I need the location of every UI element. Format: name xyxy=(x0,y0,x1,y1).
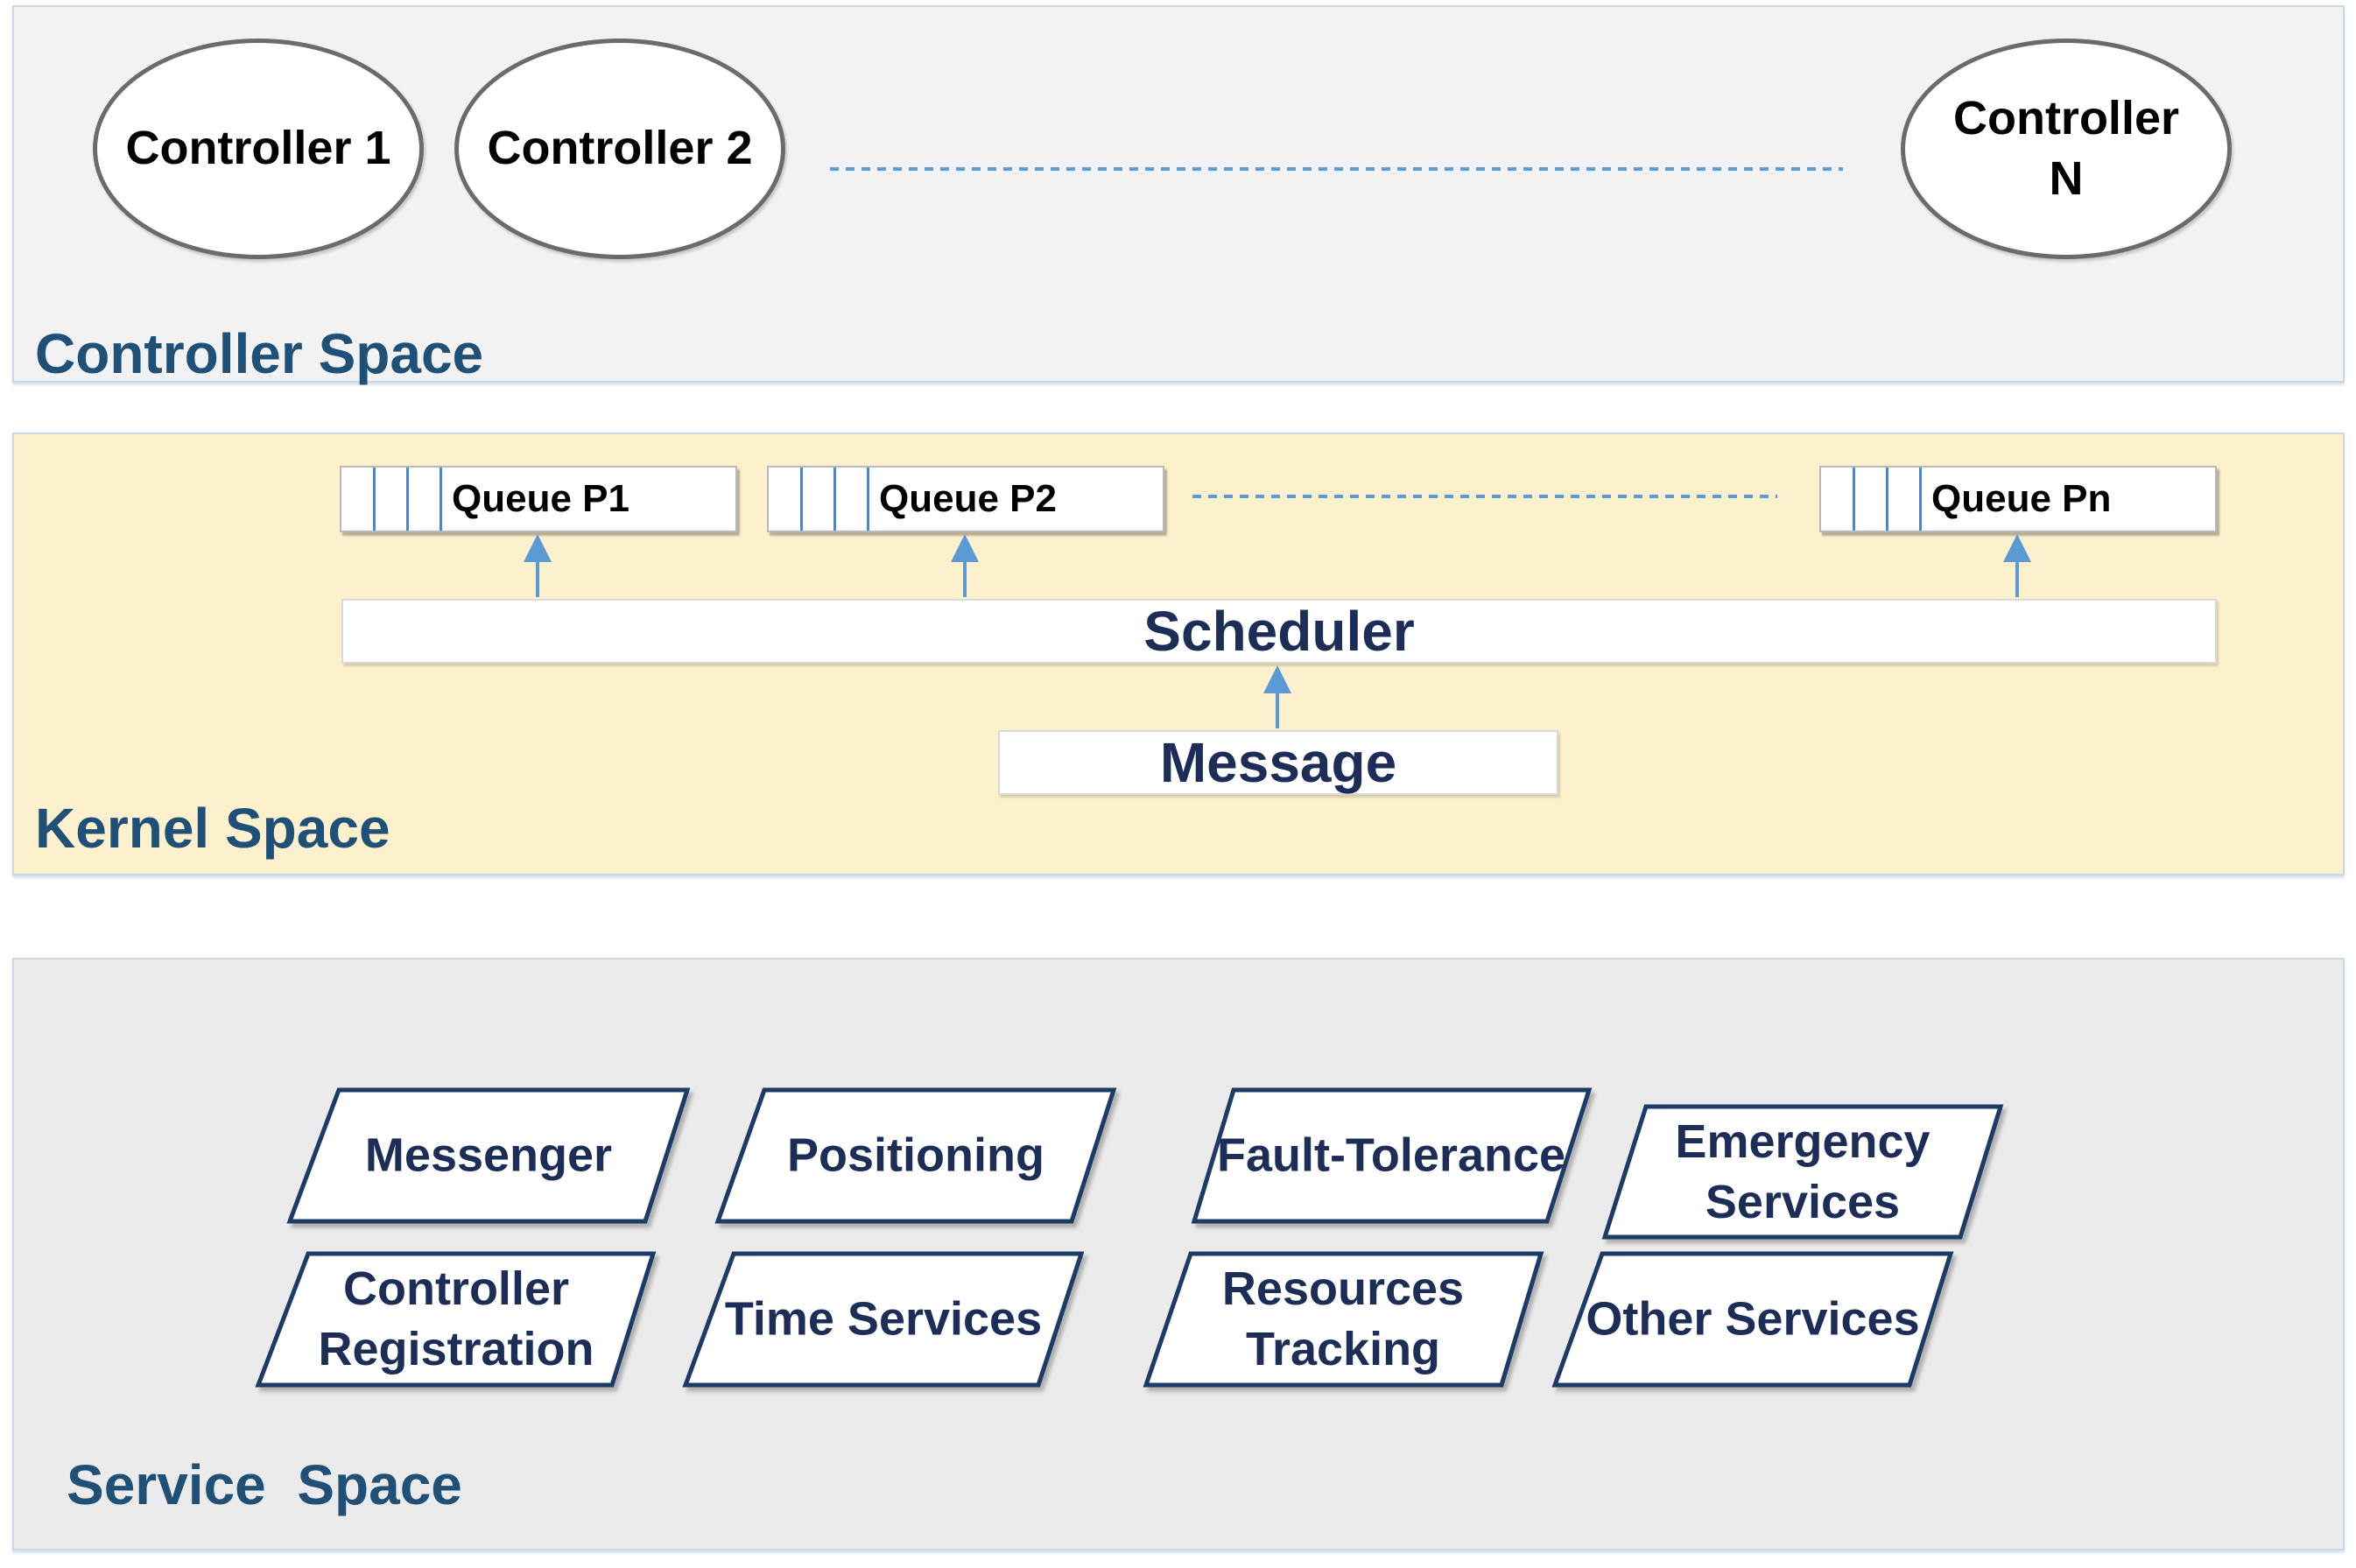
scheduler-label: Scheduler xyxy=(1143,600,1415,663)
message-box: Message xyxy=(998,730,1558,795)
other-services-label: Other Services xyxy=(1586,1292,1920,1346)
queue-slot-divider xyxy=(1919,468,1922,531)
other-services-shape xyxy=(1551,1251,1954,1388)
queue-slot-divider xyxy=(440,468,442,531)
controller-2-node: Controller 2 xyxy=(454,39,785,259)
controller-space-panel: Controller 1 Controller 2 Controller N C… xyxy=(12,5,2345,383)
message-label: Message xyxy=(1159,731,1397,794)
queue-slot-divider xyxy=(373,468,376,531)
controller-1-label: Controller 1 xyxy=(125,122,391,175)
emergency-services-shape xyxy=(1601,1104,2004,1240)
emergency-services-label: Emergency Services xyxy=(1675,1114,1931,1228)
queue-slot-divider xyxy=(867,468,869,531)
queue-pn: Queue Pn xyxy=(1819,466,2217,532)
controller-2-label: Controller 2 xyxy=(487,122,753,175)
controller-n-label: Controller N xyxy=(1952,91,2179,205)
controller-registration-label: Controller Registration xyxy=(318,1262,594,1375)
resources-tracking-label: Resources Tracking xyxy=(1221,1262,1465,1375)
queue-pn-label: Queue Pn xyxy=(1931,477,2112,520)
queue-p1: Queue P1 xyxy=(340,466,737,532)
messenger-label: Messenger xyxy=(364,1129,613,1182)
fault-tolerance-label: Fault-Tolerance xyxy=(1216,1129,1566,1182)
fault-tolerance-shape xyxy=(1191,1087,1593,1224)
queue-p1-label: Queue P1 xyxy=(452,477,629,520)
service-space-title: Service Space xyxy=(67,1453,462,1516)
time-services-label: Time Services xyxy=(724,1292,1043,1346)
messenger-shape xyxy=(286,1087,691,1224)
queue-p2-label: Queue P2 xyxy=(879,477,1057,520)
kernel-space-title: Kernel Space xyxy=(35,797,390,860)
queue-slot-divider xyxy=(800,468,803,531)
controller-1-node: Controller 1 xyxy=(93,39,424,259)
queue-p2: Queue P2 xyxy=(767,466,1164,532)
controller-space-title: Controller Space xyxy=(35,322,484,385)
queue-slot-divider xyxy=(1853,468,1855,531)
queue-slot-divider xyxy=(1886,468,1888,531)
positioning-shape xyxy=(714,1087,1117,1224)
resources-tracking-shape xyxy=(1143,1251,1544,1388)
queue-slot-divider xyxy=(406,468,409,531)
kernel-space-panel: Queue P1 Queue P2 Queue Pn Scheduler Mes… xyxy=(12,432,2345,875)
controller-registration-shape xyxy=(255,1251,657,1388)
controller-n-node: Controller N xyxy=(1901,39,2232,259)
time-services-shape xyxy=(682,1251,1085,1388)
queue-slot-divider xyxy=(833,468,836,531)
scheduler-box: Scheduler xyxy=(341,599,2217,664)
positioning-label: Positioning xyxy=(787,1129,1044,1182)
